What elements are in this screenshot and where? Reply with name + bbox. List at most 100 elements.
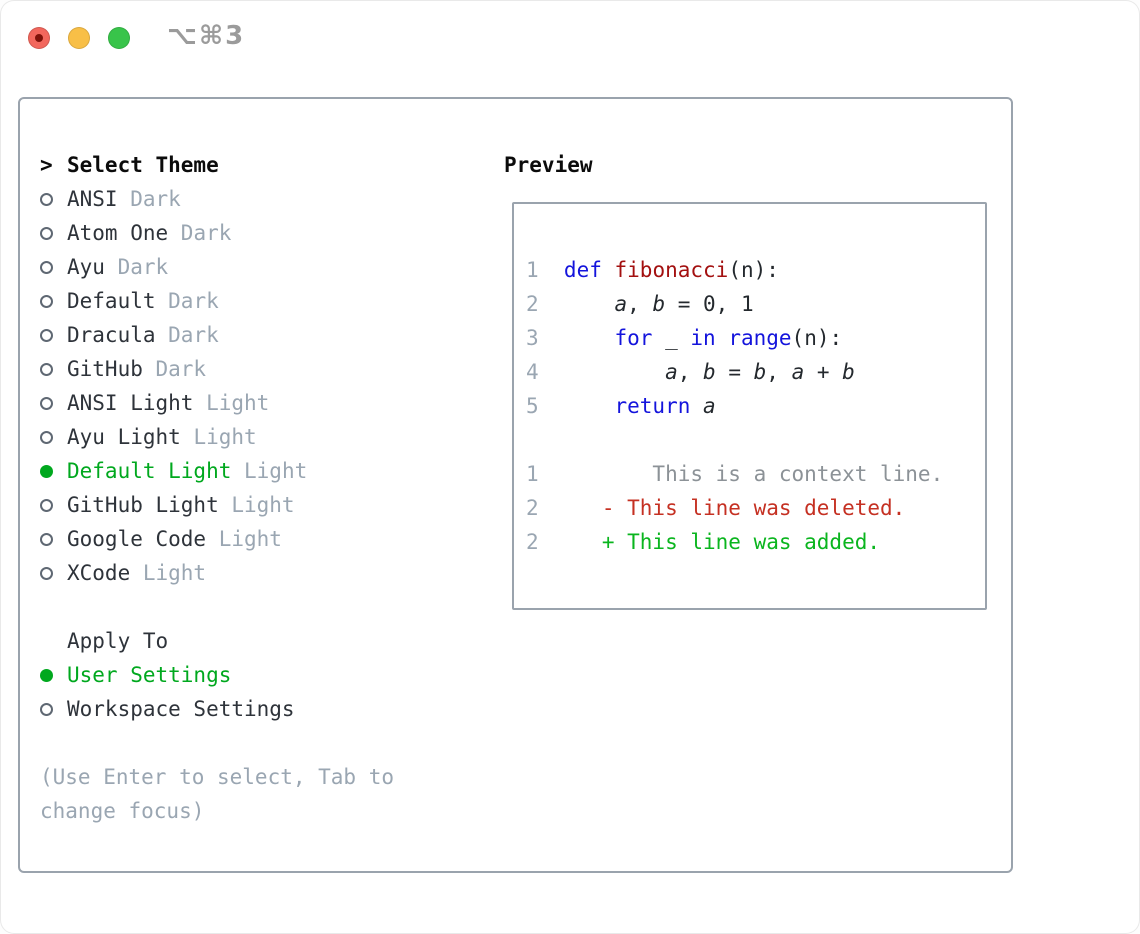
variant-label: Dark bbox=[168, 289, 219, 313]
code-segment: range bbox=[728, 326, 792, 350]
code-line: 3 for _ in range(n): bbox=[526, 321, 985, 355]
radio-selected-icon bbox=[40, 668, 53, 682]
option-label: Google Code bbox=[67, 527, 207, 551]
code-segment bbox=[564, 326, 615, 350]
line-number: 2 bbox=[526, 292, 539, 316]
variant-label: Light bbox=[142, 561, 207, 585]
line-number: 5 bbox=[526, 394, 539, 418]
code-segment: return bbox=[614, 394, 691, 418]
radio-icon bbox=[40, 702, 53, 716]
apply-to-label: Apply To bbox=[67, 629, 169, 653]
option-label: Workspace Settings bbox=[67, 697, 295, 721]
code-segment: b bbox=[842, 360, 855, 384]
variant-label: Light bbox=[231, 493, 295, 517]
radio-icon bbox=[40, 532, 53, 546]
radio-icon bbox=[40, 328, 53, 342]
code-line: 5 return a bbox=[526, 389, 985, 423]
radio-icon bbox=[40, 566, 53, 580]
code-segment: , bbox=[766, 360, 792, 384]
code-segment bbox=[690, 394, 703, 418]
theme-option[interactable]: GitHub Dark bbox=[40, 352, 440, 386]
theme-option[interactable]: GitHub Light Light bbox=[40, 488, 440, 522]
select-theme-label: Select Theme bbox=[67, 153, 219, 177]
titlebar: ⌥⌘3 bbox=[0, 0, 1140, 76]
theme-option[interactable]: Ayu Light Light bbox=[40, 420, 440, 454]
line-number: 1 bbox=[526, 258, 539, 282]
variant-label: Light bbox=[206, 391, 270, 415]
radio-icon bbox=[40, 396, 53, 410]
code-segment: + bbox=[804, 360, 843, 384]
minimize-icon[interactable] bbox=[68, 27, 90, 49]
code-segment: b bbox=[753, 360, 767, 384]
option-label: ANSI bbox=[67, 187, 118, 211]
radio-icon bbox=[40, 430, 53, 444]
code-segment bbox=[602, 258, 615, 282]
option-label: Atom One bbox=[67, 221, 169, 245]
option-label: Ayu Light bbox=[67, 425, 181, 449]
variant-label: Dark bbox=[168, 323, 219, 347]
zoom-icon[interactable] bbox=[108, 27, 130, 49]
option-label: GitHub Light bbox=[67, 493, 219, 517]
apply-to-option[interactable]: Workspace Settings bbox=[40, 692, 440, 726]
spacer bbox=[40, 635, 53, 648]
variant-label: Light bbox=[218, 527, 282, 551]
line-number: 2 bbox=[526, 496, 539, 520]
option-label: Default bbox=[67, 289, 156, 313]
code-segment: fibonacci bbox=[614, 258, 729, 282]
code-segment: a bbox=[791, 360, 805, 384]
code-line: 1 This is a context line. bbox=[526, 457, 985, 491]
radio-selected-icon bbox=[40, 464, 53, 478]
variant-label: Light bbox=[244, 459, 308, 483]
option-label: GitHub bbox=[67, 357, 143, 381]
line-number: 1 bbox=[526, 462, 539, 486]
theme-option[interactable]: ANSI Dark bbox=[40, 182, 440, 216]
line-number: 4 bbox=[526, 360, 539, 384]
radio-icon bbox=[40, 226, 53, 240]
apply-to-header: Apply To bbox=[40, 624, 440, 658]
code-segment: b bbox=[703, 360, 716, 384]
option-label: Ayu bbox=[67, 255, 105, 279]
apply-to-option[interactable]: User Settings bbox=[40, 658, 440, 692]
variant-label: Light bbox=[193, 425, 257, 449]
radio-icon bbox=[40, 260, 53, 274]
code-segment: This is a context line. bbox=[563, 462, 944, 486]
code-segment: = bbox=[715, 360, 754, 384]
preview-header: Preview bbox=[504, 153, 593, 177]
code-segment bbox=[564, 360, 665, 384]
code-segment bbox=[564, 292, 615, 316]
code-segment: (n): bbox=[791, 326, 843, 350]
radio-icon bbox=[40, 362, 53, 376]
variant-label: Dark bbox=[155, 357, 207, 381]
line-number: 2 bbox=[526, 530, 539, 554]
window-title: ⌥⌘3 bbox=[167, 21, 246, 51]
variant-label: Dark bbox=[117, 255, 169, 279]
keyboard-hint: (Use Enter to select, Tab to change focu… bbox=[40, 765, 395, 823]
theme-option[interactable]: Default Dark bbox=[40, 284, 440, 318]
code-segment: for bbox=[614, 326, 653, 350]
code-segment: , bbox=[677, 360, 704, 384]
code-segment: a bbox=[703, 394, 716, 418]
close-icon[interactable] bbox=[28, 27, 50, 49]
theme-option[interactable]: Google Code Light bbox=[40, 522, 440, 556]
code-segment: b bbox=[652, 292, 666, 316]
code-segment: - This line was deleted. bbox=[563, 496, 906, 520]
code-segment: in bbox=[690, 326, 716, 350]
chevron-icon: > bbox=[40, 153, 53, 177]
variant-label: Dark bbox=[130, 187, 181, 211]
code-line: 2 a, b = 0, 1 bbox=[526, 287, 985, 321]
code-segment: = 0, 1 bbox=[665, 292, 754, 316]
code-segment: a bbox=[665, 360, 678, 384]
code-segment: a bbox=[614, 292, 628, 316]
theme-option[interactable]: Ayu Dark bbox=[40, 250, 440, 284]
